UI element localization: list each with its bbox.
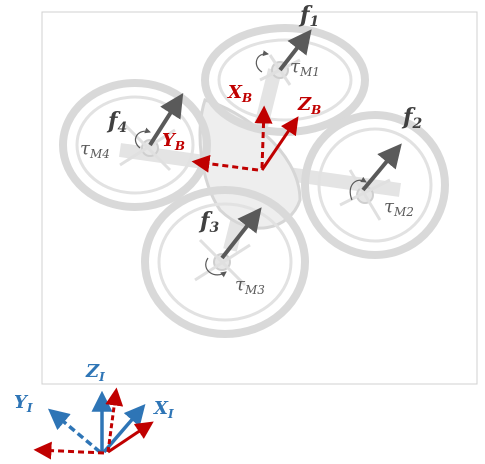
label-body-y: YB (162, 130, 185, 153)
torque-arrows (135, 50, 367, 278)
label-f3: f3 (198, 208, 219, 236)
image-frame (41, 11, 478, 385)
thrust-arrow-f2 (361, 143, 402, 192)
label-tau-m4: τM4 (80, 138, 110, 161)
label-tau-m3: τM3 (235, 274, 265, 297)
torque-arrow-m1 (255, 50, 269, 73)
torque-arrow-m4 (135, 127, 151, 149)
torque-arrow-m2 (349, 176, 367, 201)
label-tau-m2: τM2 (384, 196, 414, 219)
labels: f1 f2 f3 f4 τM1 τM2 τM3 τM4 XB YB ZB ZI … (14, 2, 422, 421)
body-axis-y (191, 154, 259, 173)
label-inertial-x: XI (153, 398, 174, 421)
label-f4: f4 (106, 108, 127, 136)
rotor-guard-3 (141, 186, 309, 338)
inertial-axis-y (47, 408, 102, 454)
label-tau-m1: τM1 (290, 56, 320, 79)
rotated-axis-y (33, 441, 105, 460)
rotor-guard-2 (301, 111, 449, 259)
body-frame-axes (191, 105, 299, 173)
rotor-guard-4 (59, 79, 211, 211)
label-body-x: XB (227, 82, 252, 105)
label-inertial-z: ZI (85, 361, 105, 384)
label-f1: f1 (298, 2, 319, 30)
thrust-arrow-f4 (148, 92, 184, 147)
inertial-axis-x (102, 404, 146, 454)
rotated-axis-x (107, 421, 154, 454)
inertial-frame-axes (33, 387, 154, 460)
label-f2: f2 (401, 104, 422, 132)
torque-arrow-m3 (205, 257, 227, 278)
label-inertial-y: YI (14, 392, 33, 415)
rotated-axis-z (105, 387, 124, 453)
body-axis-z (260, 116, 299, 171)
thrust-arrow-f3 (220, 207, 262, 260)
thrust-arrow-f1 (278, 29, 312, 72)
label-body-z: ZB (297, 94, 321, 117)
thrust-arrows (148, 29, 402, 260)
